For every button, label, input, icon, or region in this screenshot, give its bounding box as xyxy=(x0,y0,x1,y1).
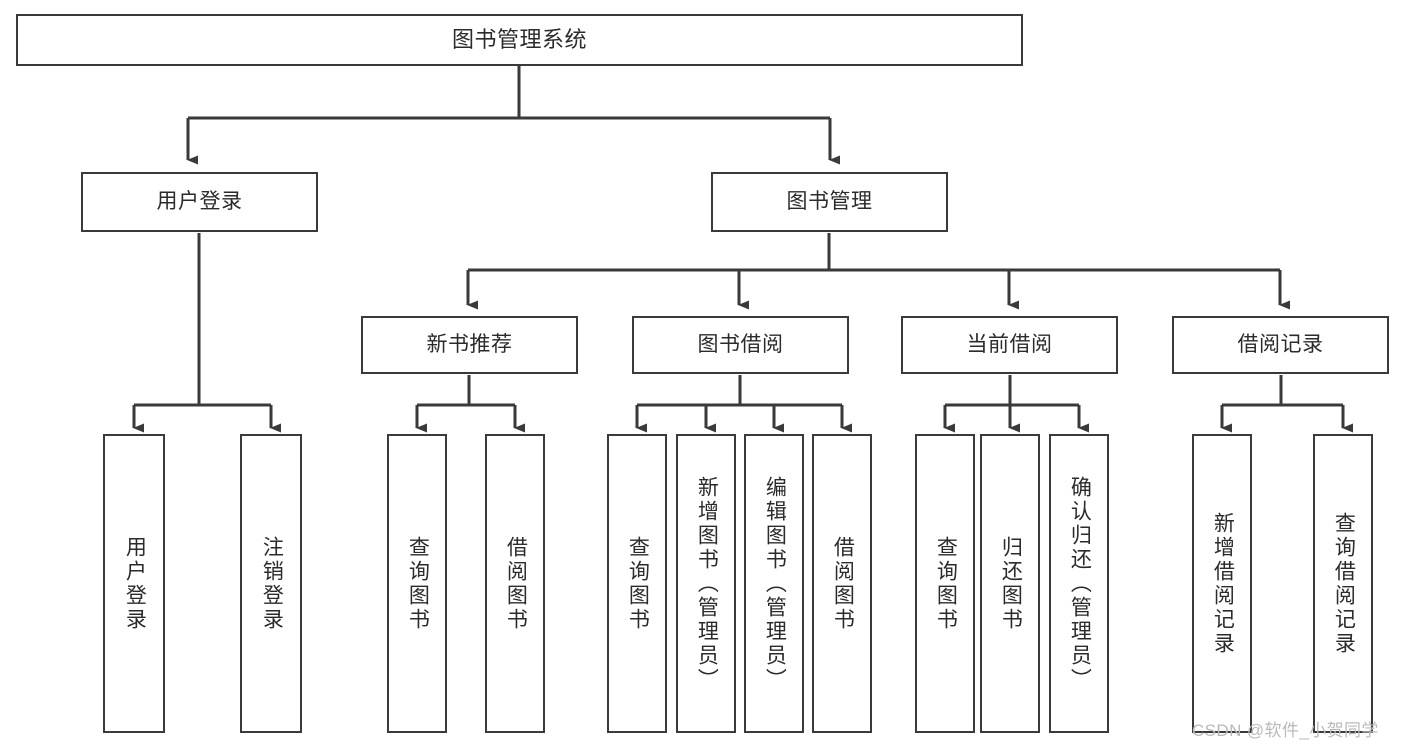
leaf-borrow-edit-book[interactable]: 编辑图书（管理员） xyxy=(744,434,804,733)
node-label: 新增图书（管理员） xyxy=(695,475,719,692)
node-user-login[interactable]: 用户登录 xyxy=(81,172,318,232)
node-label: 确认归还（管理员） xyxy=(1068,475,1092,692)
node-label: 用户登录 xyxy=(123,535,147,632)
node-label: 新书推荐 xyxy=(426,332,513,356)
leaf-borrow-add-book[interactable]: 新增图书（管理员） xyxy=(676,434,736,733)
node-label: 当前借阅 xyxy=(966,332,1053,356)
node-root-system[interactable]: 图书管理系统 xyxy=(16,14,1023,66)
node-label: 借阅图书 xyxy=(504,535,528,632)
leaf-user-login-signout[interactable]: 注销登录 xyxy=(240,434,302,733)
node-book-borrow[interactable]: 图书借阅 xyxy=(632,316,849,374)
node-label: 编辑图书（管理员） xyxy=(763,475,787,692)
leaf-user-login-signin[interactable]: 用户登录 xyxy=(103,434,165,733)
leaf-current-confirm-return[interactable]: 确认归还（管理员） xyxy=(1049,434,1109,733)
leaf-new-book-borrow[interactable]: 借阅图书 xyxy=(485,434,545,733)
node-label: 查询图书 xyxy=(406,535,430,632)
node-book-management[interactable]: 图书管理 xyxy=(711,172,948,232)
leaf-borrow-borrow-book[interactable]: 借阅图书 xyxy=(812,434,872,733)
node-label: 借阅图书 xyxy=(831,535,855,632)
leaf-new-book-query[interactable]: 查询图书 xyxy=(387,434,447,733)
node-label: 用户登录 xyxy=(156,189,243,213)
leaf-borrow-query-book[interactable]: 查询图书 xyxy=(607,434,667,733)
node-label: 借阅记录 xyxy=(1237,332,1324,356)
leaf-records-add-record[interactable]: 新增借阅记录 xyxy=(1192,434,1252,733)
node-label: 查询图书 xyxy=(626,535,650,632)
leaf-records-query-record[interactable]: 查询借阅记录 xyxy=(1313,434,1373,733)
node-label: 图书借阅 xyxy=(697,332,784,356)
node-label: 新增借阅记录 xyxy=(1211,511,1235,656)
node-label: 图书管理系统 xyxy=(451,27,587,53)
node-label: 图书管理 xyxy=(786,189,873,213)
leaf-current-return-book[interactable]: 归还图书 xyxy=(980,434,1040,733)
node-label: 查询借阅记录 xyxy=(1332,511,1356,656)
node-label: 归还图书 xyxy=(999,535,1023,632)
node-new-book-recommend[interactable]: 新书推荐 xyxy=(361,316,578,374)
node-borrow-records[interactable]: 借阅记录 xyxy=(1172,316,1389,374)
node-label: 查询图书 xyxy=(934,535,958,632)
node-current-borrow[interactable]: 当前借阅 xyxy=(901,316,1118,374)
leaf-current-query-book[interactable]: 查询图书 xyxy=(915,434,975,733)
node-label: 注销登录 xyxy=(260,535,284,632)
